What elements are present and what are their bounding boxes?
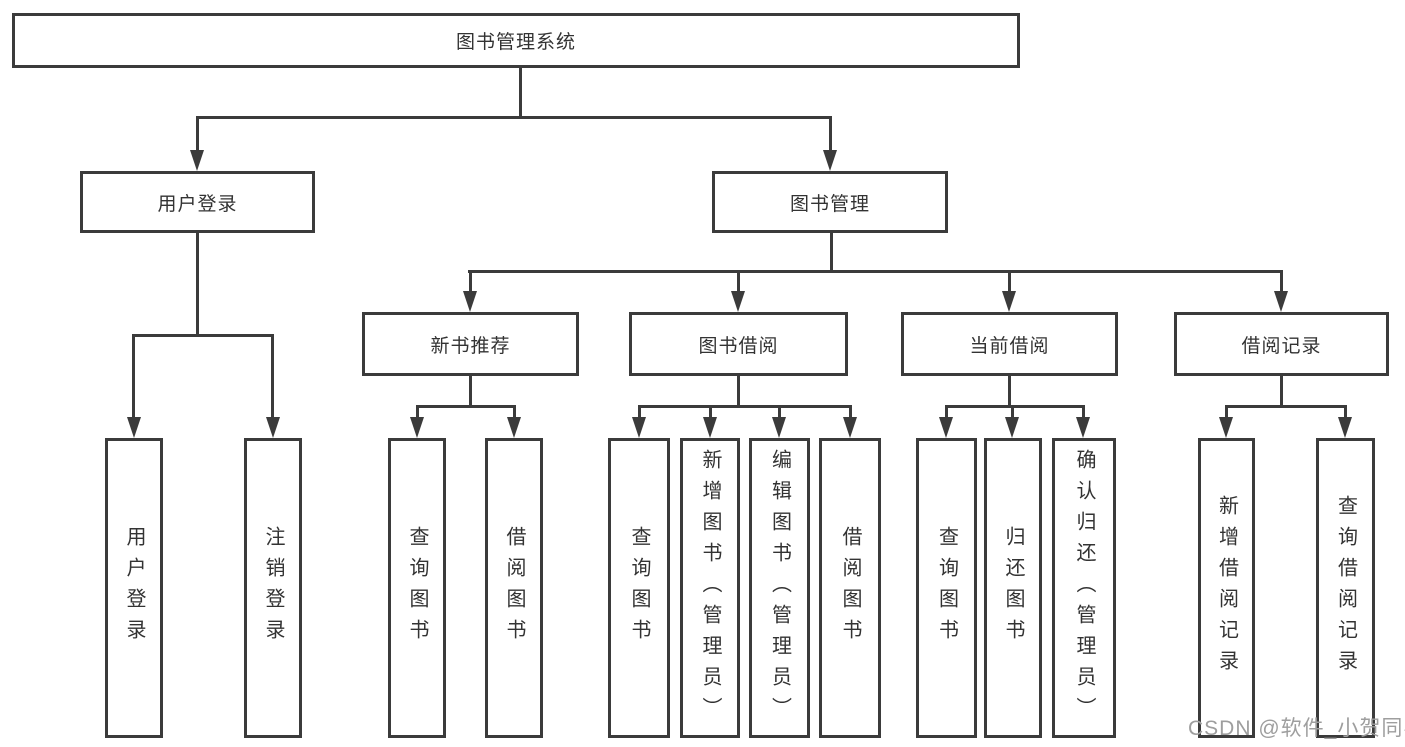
leaf-label: 编辑图书（管理员）: [768, 448, 791, 728]
connector-line: [1011, 405, 1014, 419]
arrow-down-icon: [632, 417, 646, 438]
connector-line: [468, 270, 1282, 273]
node-user-login: 用户登录: [80, 171, 315, 233]
connector-line: [1280, 270, 1283, 293]
connector-line: [1008, 376, 1011, 408]
leaf-label: 借阅图书: [839, 526, 861, 650]
leaf-label: 查询图书: [935, 526, 958, 650]
leaf-label: 查询借阅记录: [1334, 495, 1357, 681]
leaf-label: 归还图书: [1002, 526, 1024, 650]
connector-line: [416, 405, 516, 408]
node-root: 图书管理系统: [12, 13, 1020, 68]
leaf-current-confirm-return-admin: 确认归还（管理员）: [1052, 438, 1116, 738]
connector-line: [737, 270, 740, 293]
node-book-borrowing: 图书借阅: [629, 312, 848, 376]
arrow-down-icon: [1219, 417, 1233, 438]
connector-line: [1225, 405, 1346, 408]
arrow-down-icon: [463, 291, 477, 312]
connector-line: [945, 405, 1085, 408]
leaf-borrowing-edit-books-admin: 编辑图书（管理员）: [749, 438, 810, 738]
arrow-down-icon: [190, 150, 204, 171]
connector-line: [519, 68, 522, 118]
connector-line: [469, 270, 472, 293]
node-book-management: 图书管理: [712, 171, 948, 233]
connector-line: [945, 405, 948, 419]
leaf-recommend-query-books: 查询图书: [388, 438, 446, 738]
arrow-down-icon: [1338, 417, 1352, 438]
leaf-borrowing-borrow-books: 借阅图书: [819, 438, 881, 738]
connector-line: [196, 116, 199, 154]
leaf-label: 新增借阅记录: [1215, 495, 1238, 681]
arrow-down-icon: [1005, 417, 1019, 438]
arrow-down-icon: [507, 417, 521, 438]
connector-line: [1008, 270, 1011, 293]
leaf-user-login: 用户登录: [105, 438, 163, 738]
leaf-borrowing-query-books: 查询图书: [608, 438, 670, 738]
connector-line: [196, 232, 199, 336]
watermark: CSDN @软件_小贺同学: [1188, 717, 1405, 740]
connector-line: [830, 233, 833, 272]
node-new-book-recommendation: 新书推荐: [362, 312, 579, 376]
arrow-down-icon: [703, 417, 717, 438]
leaf-borrowing-add-books-admin: 新增图书（管理员）: [680, 438, 740, 738]
arrow-down-icon: [731, 291, 745, 312]
arrow-down-icon: [939, 417, 953, 438]
arrow-down-icon: [410, 417, 424, 438]
connector-line: [737, 376, 740, 408]
leaf-current-return-books: 归还图书: [984, 438, 1042, 738]
arrow-down-icon: [1274, 291, 1288, 312]
connector-line: [1344, 405, 1347, 419]
leaf-label: 注销登录: [262, 526, 284, 650]
leaf-label: 借阅图书: [503, 526, 525, 650]
leaf-label: 查询图书: [406, 526, 428, 650]
connector-line: [778, 405, 781, 419]
arrow-down-icon: [1002, 291, 1016, 312]
leaf-records-query-record: 查询借阅记录: [1316, 438, 1375, 738]
node-borrowing-records: 借阅记录: [1174, 312, 1389, 376]
arrow-down-icon: [127, 417, 141, 438]
connector-line: [1225, 405, 1228, 419]
arrow-down-icon: [823, 150, 837, 171]
connector-line: [709, 405, 712, 419]
leaf-label: 新增图书（管理员）: [699, 448, 721, 728]
connector-line: [638, 405, 851, 408]
connector-line: [196, 116, 832, 119]
connector-line: [849, 405, 852, 419]
leaf-recommend-borrow-books: 借阅图书: [485, 438, 543, 738]
connector-line: [416, 405, 419, 419]
connector-line: [132, 334, 274, 337]
arrow-down-icon: [1076, 417, 1090, 438]
connector-line: [271, 334, 274, 420]
arrow-down-icon: [266, 417, 280, 438]
leaf-current-query-books: 查询图书: [916, 438, 977, 738]
arrow-down-icon: [843, 417, 857, 438]
connector-line: [1280, 376, 1283, 408]
leaf-label: 查询图书: [628, 526, 650, 650]
leaf-label: 确认归还（管理员）: [1073, 448, 1095, 728]
connector-line: [638, 405, 641, 419]
leaf-label: 用户登录: [123, 526, 145, 650]
connector-line: [829, 116, 832, 154]
connector-line: [469, 376, 472, 408]
connector-line: [1082, 405, 1085, 419]
connector-line: [513, 405, 516, 419]
leaf-records-add-record: 新增借阅记录: [1198, 438, 1255, 738]
node-current-borrowing: 当前借阅: [901, 312, 1118, 376]
leaf-logout: 注销登录: [244, 438, 302, 738]
connector-line: [132, 334, 135, 420]
arrow-down-icon: [772, 417, 786, 438]
